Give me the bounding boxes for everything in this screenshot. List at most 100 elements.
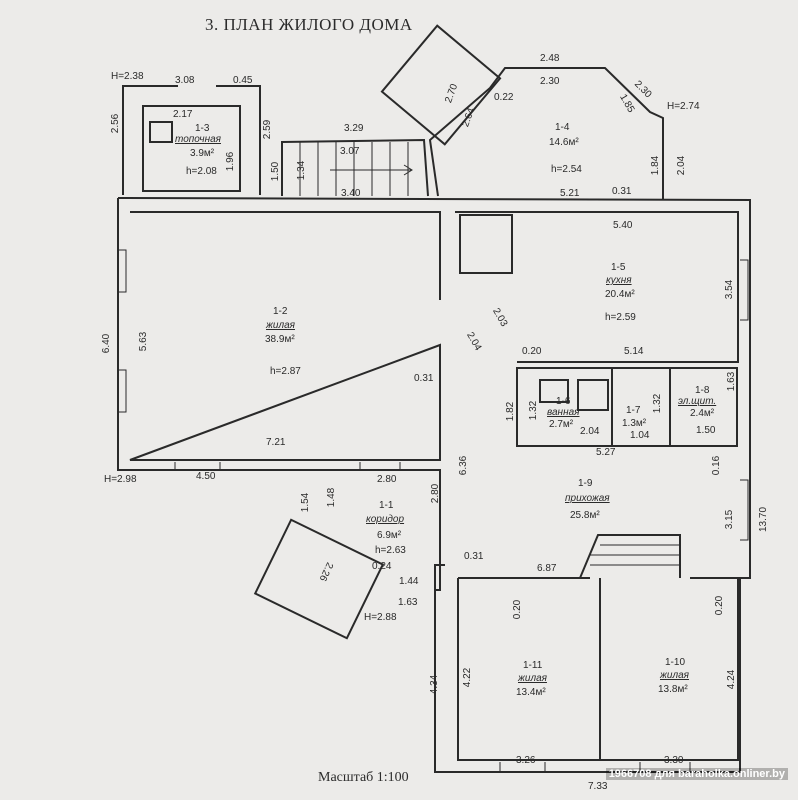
dim-3-54: 3.54 <box>724 279 736 300</box>
dim-2-17: 2.17 <box>173 109 193 120</box>
dim-1-50: 1.50 <box>270 161 282 182</box>
outer-wall <box>117 197 751 773</box>
dim-3-40: 3.40 <box>341 188 361 199</box>
room-1-8-area: 2.4м² <box>690 408 715 419</box>
room-1-2-id: 1-2 <box>273 306 288 317</box>
dim-6-87: 6.87 <box>537 563 557 574</box>
dim-0-22: 0.22 <box>494 92 514 103</box>
scale-label: Масштаб 1:100 <box>318 770 409 785</box>
room-1-7-area: 1.3м² <box>622 418 647 429</box>
outer-wall-west <box>117 198 315 471</box>
room-1-2-height: h=2.87 <box>270 366 301 377</box>
boiler-box <box>149 121 173 143</box>
level-h238: H=2.38 <box>111 71 144 82</box>
dim-3-07: 3.07 <box>340 146 360 157</box>
dim-2-80-b: 2.80 <box>430 483 442 504</box>
shower <box>577 379 609 411</box>
room-1-6-area: 2.7м² <box>549 419 574 430</box>
room-1-11-name: жилая <box>518 673 547 684</box>
dim-1-32-b: 1.32 <box>652 393 664 414</box>
dim-1-63-b: 1.63 <box>398 597 418 608</box>
living-room-wall <box>129 211 441 461</box>
room-1-5-height: h=2.59 <box>605 312 636 323</box>
bath-block <box>516 367 738 447</box>
kitchen-wall <box>455 211 739 363</box>
dim-3-26: 3.26 <box>516 755 536 766</box>
dim-6-36: 6.36 <box>458 455 470 476</box>
bay-wall <box>428 67 664 200</box>
dim-3-30: 3.30 <box>664 755 684 766</box>
room-1-11-area: 13.4м² <box>516 687 546 698</box>
room-1-3-name: топочная <box>175 134 221 145</box>
dim-3-08: 3.08 <box>175 75 195 86</box>
room-1-3-area: 3.9м² <box>190 148 215 159</box>
porch <box>253 518 385 640</box>
dim-4-50: 4.50 <box>196 471 216 482</box>
dim-4-22: 4.22 <box>462 667 474 688</box>
room-1-8-id: 1-8 <box>695 385 710 396</box>
room-1-8-name: эл.щит. <box>678 396 717 407</box>
dim-2-04-c: 2.04 <box>580 426 600 437</box>
dim-0-16: 0.16 <box>711 455 723 476</box>
level-h288: H=2.88 <box>364 612 397 623</box>
furnace-room-wall <box>122 85 261 195</box>
dim-1-32-a: 1.32 <box>528 400 540 421</box>
room-1-4-height: h=2.54 <box>551 164 582 175</box>
angled-entry <box>380 24 502 146</box>
room-1-3-height: h=2.08 <box>186 166 217 177</box>
room-1-5-name: кухня <box>606 275 632 286</box>
dim-5-63: 5.63 <box>138 331 150 352</box>
furnace-room-inner <box>142 105 241 192</box>
internal-stair <box>579 534 681 579</box>
bath-partition <box>611 368 671 446</box>
room-1-10-area: 13.8м² <box>658 684 688 695</box>
dim-2-04-a: 2.04 <box>676 155 688 176</box>
dim-5-14: 5.14 <box>624 346 644 357</box>
dim-1-50-b: 1.50 <box>696 425 716 436</box>
dim-7-33: 7.33 <box>588 781 608 792</box>
dim-3-15: 3.15 <box>724 509 736 530</box>
room-1-4-id: 1-4 <box>555 122 570 133</box>
dim-1-44: 1.44 <box>399 576 419 587</box>
room-1-6-id: 1-6 <box>556 396 571 407</box>
room-1-5-id: 1-5 <box>611 262 626 273</box>
upper-stair-wall <box>281 138 429 197</box>
dim-0-20-b: 0.20 <box>512 599 524 620</box>
fireplace <box>459 214 513 274</box>
stair-treads <box>299 142 409 196</box>
room-1-2-area: 38.9м² <box>265 334 295 345</box>
stair-arrow <box>330 164 413 176</box>
room-1-7-id: 1-7 <box>626 405 641 416</box>
dim-0-20-c: 0.20 <box>714 595 726 616</box>
dim-7-21: 7.21 <box>266 437 286 448</box>
dim-1-84: 1.84 <box>650 155 662 176</box>
dim-1-63: 1.63 <box>726 371 738 392</box>
lower-rooms-wall <box>457 577 739 761</box>
room-1-4-area: 14.6м² <box>549 137 579 148</box>
level-h274: H=2.74 <box>667 101 700 112</box>
dim-1-54: 1.54 <box>300 492 312 513</box>
dim-0-31-a: 0.31 <box>612 186 632 197</box>
dim-2-56: 2.56 <box>110 113 122 134</box>
room-1-11-id: 1-11 <box>523 660 543 671</box>
room-1-1-area: 6.9м² <box>377 530 402 541</box>
dim-1-04: 1.04 <box>630 430 650 441</box>
room-1-1-name: коридор <box>366 514 405 525</box>
dim-2-80-a: 2.80 <box>377 474 397 485</box>
watermark: 1966708 для baraholka.onliner.by <box>605 768 788 780</box>
windows <box>118 249 749 773</box>
dim-13-70: 13.70 <box>758 506 770 533</box>
dim-1-48: 1.48 <box>326 487 338 508</box>
room-1-3-id: 1-3 <box>195 123 210 134</box>
dim-1-96: 1.96 <box>225 151 237 172</box>
room-1-2-name: жилая <box>266 320 295 331</box>
plan-title: 3. ПЛАН ЖИЛОГО ДОМА <box>205 15 413 34</box>
bathtub <box>539 379 569 403</box>
dim-5-27: 5.27 <box>596 447 616 458</box>
dim-2-30-a: 2.30 <box>540 76 560 87</box>
dim-1-34: 1.34 <box>296 160 308 181</box>
room-1-6-name: ванная <box>547 407 580 418</box>
dim-5-40: 5.40 <box>613 220 633 231</box>
dim-4-24: 4.24 <box>726 669 738 690</box>
